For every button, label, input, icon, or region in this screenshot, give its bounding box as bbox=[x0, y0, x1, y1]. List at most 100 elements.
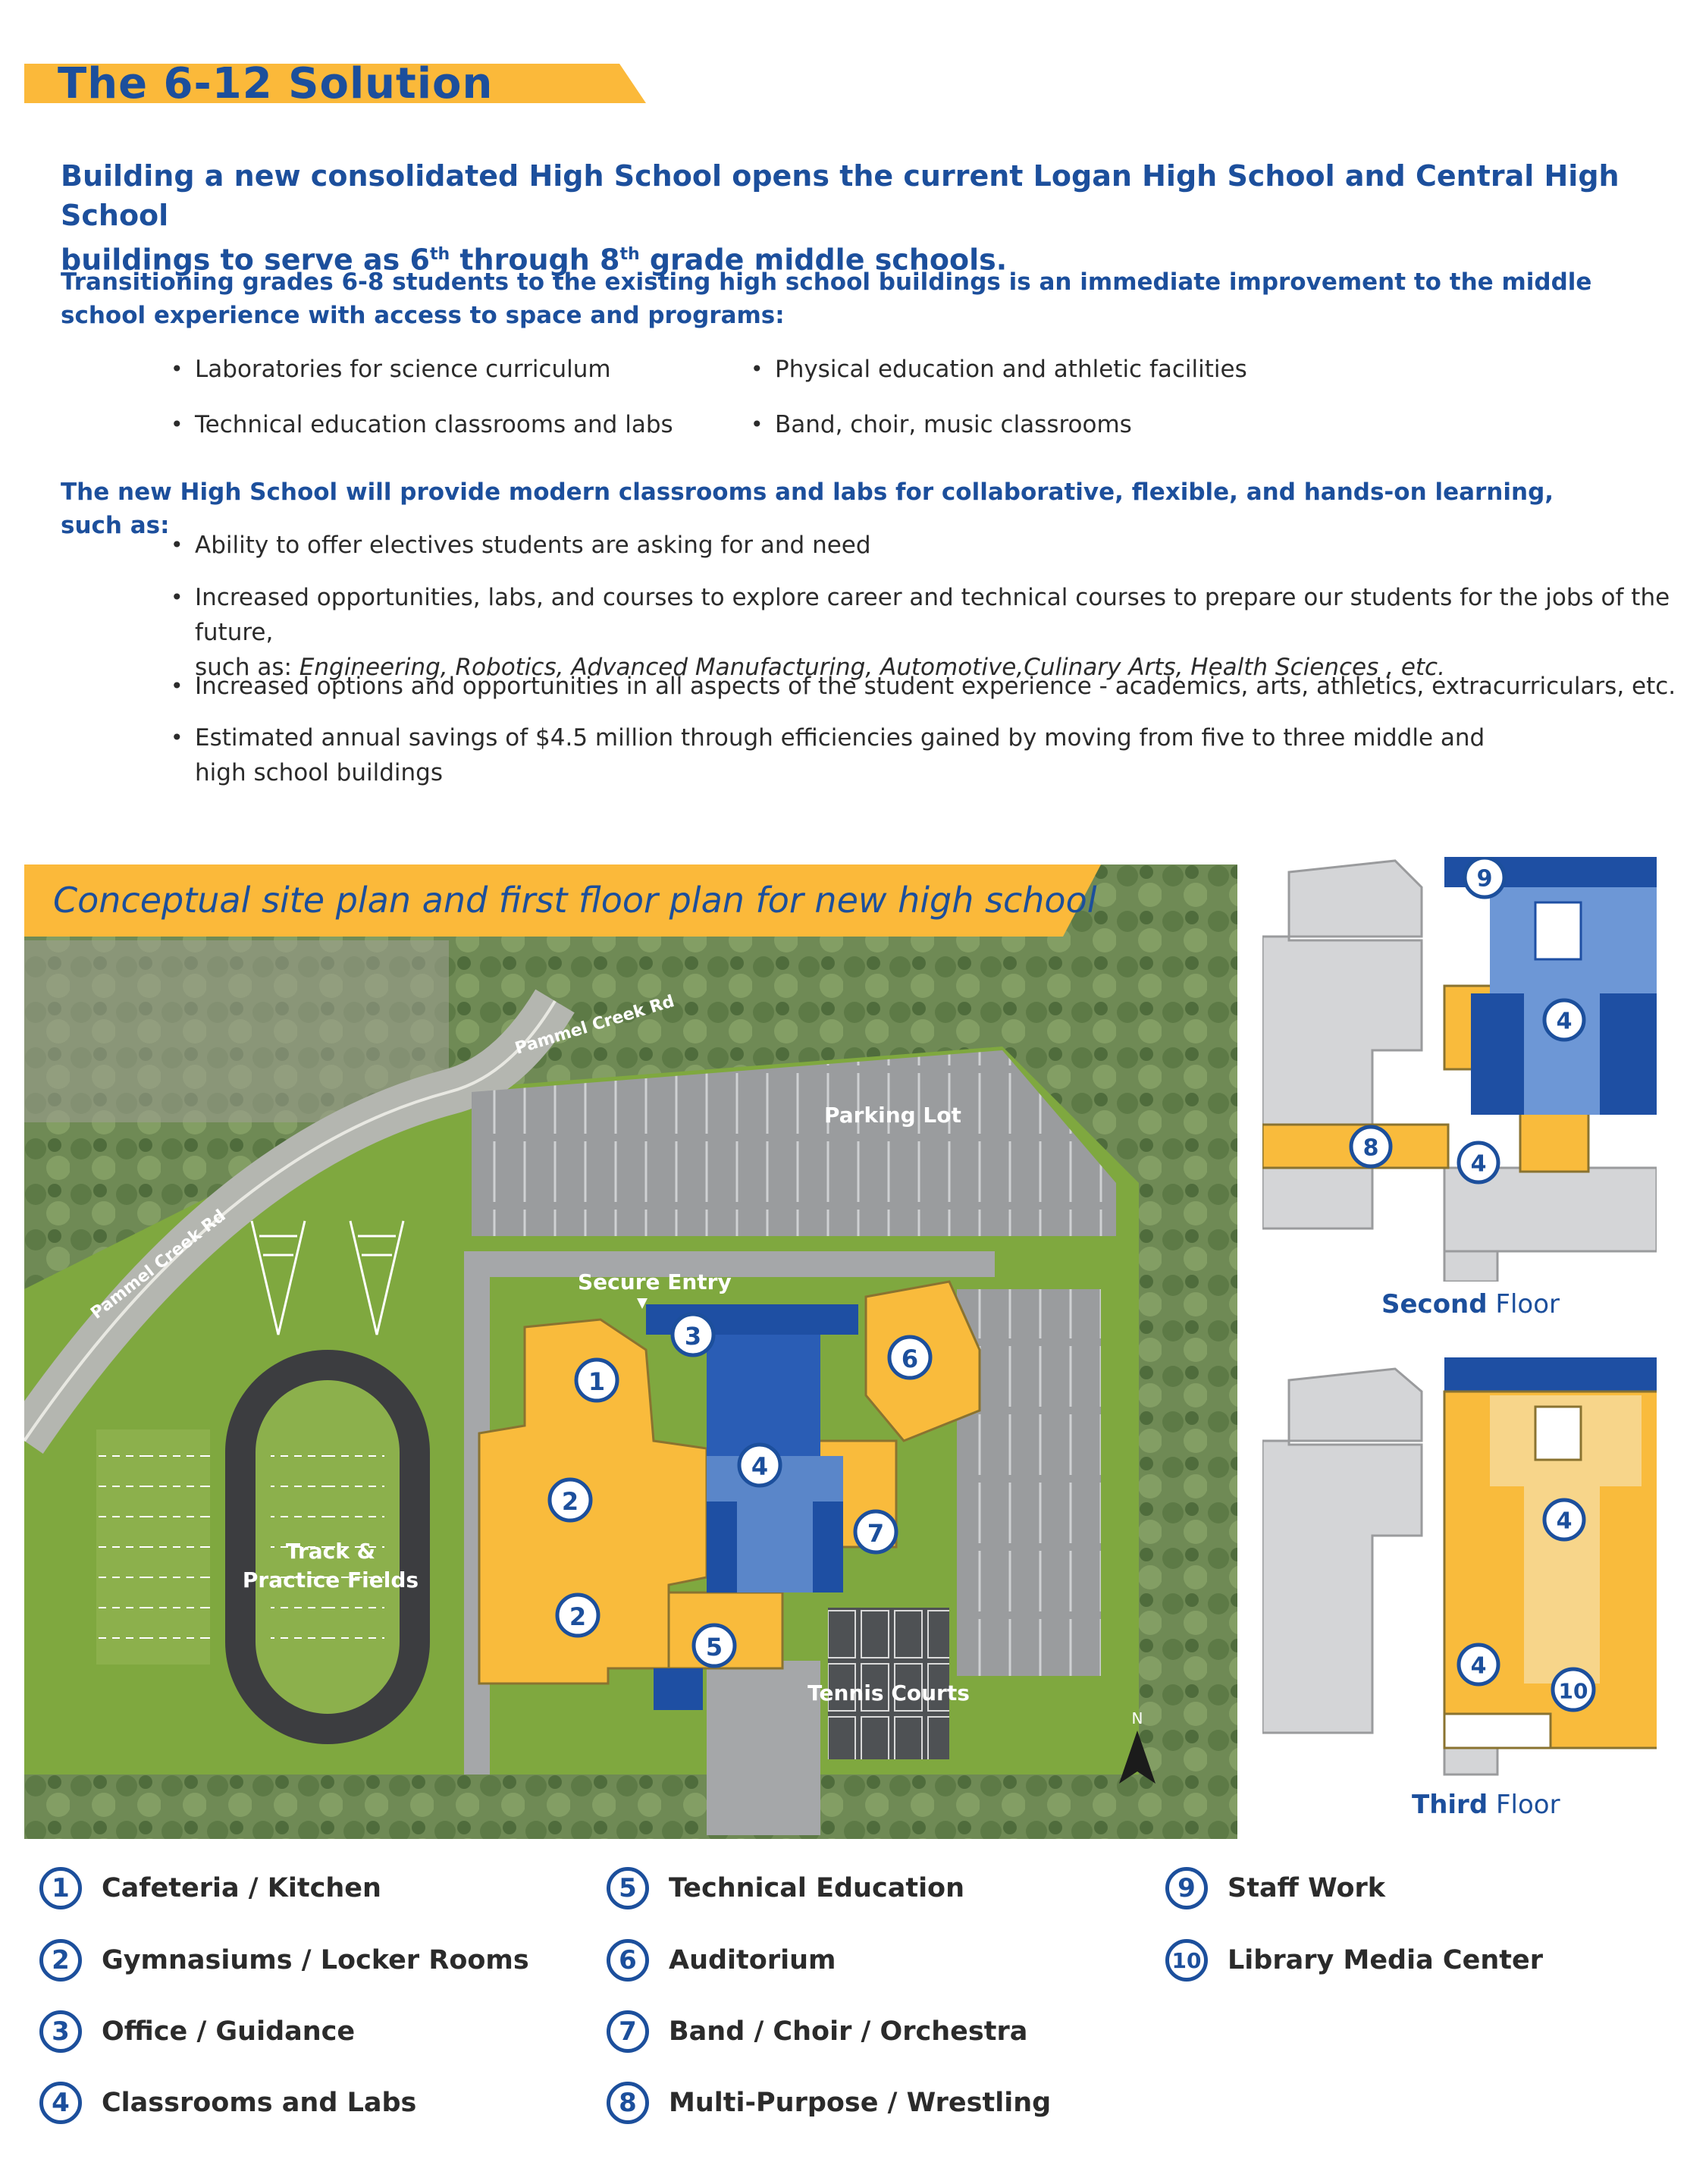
existing-building bbox=[1262, 1367, 1423, 1734]
drive-north bbox=[464, 1251, 995, 1277]
svg-text:2: 2 bbox=[562, 1487, 579, 1516]
marker-3: 3 bbox=[670, 1312, 716, 1357]
legend-item-9: 9 Staff Work bbox=[1165, 1862, 1385, 1915]
existing-building bbox=[1262, 859, 1423, 1230]
legend-label: Staff Work bbox=[1228, 1873, 1386, 1903]
svg-text:3: 3 bbox=[685, 1322, 701, 1351]
legend-label: Office / Guidance bbox=[102, 2016, 356, 2047]
third-floor-label: Third Floor bbox=[1412, 1790, 1560, 1820]
secure-entry-marker bbox=[637, 1298, 648, 1309]
bullet-options: •Increased options and opportunities in … bbox=[171, 673, 1676, 700]
track-label-2: Practice Fields bbox=[243, 1567, 419, 1592]
marker-2a: 2 bbox=[547, 1477, 593, 1523]
tennis-courts bbox=[828, 1608, 949, 1759]
legend-number: 5 bbox=[607, 1867, 649, 1909]
legend-number: 9 bbox=[1165, 1867, 1208, 1909]
upper-blue-wing bbox=[1444, 1357, 1657, 1392]
third-floor-plan: 4 4 10 bbox=[1262, 1357, 1657, 1776]
legend-label: Cafeteria / Kitchen bbox=[102, 1873, 381, 1903]
goal-post-right bbox=[349, 1220, 405, 1335]
floor2-marker-9: 9 bbox=[1463, 857, 1507, 899]
building-academic-north bbox=[707, 1335, 820, 1456]
bullet-electives: •Ability to offer electives students are… bbox=[171, 532, 871, 559]
legend-number: 1 bbox=[39, 1867, 82, 1909]
building-classroom-block-2 bbox=[813, 1502, 843, 1592]
second-floor-plan: 9 4 8 4 bbox=[1262, 857, 1657, 1282]
intro-sup-2: th bbox=[619, 245, 640, 264]
bullet-tech: •Technical education classrooms and labs bbox=[171, 411, 673, 438]
legend-label: Library Media Center bbox=[1228, 1945, 1543, 1975]
svg-text:4: 4 bbox=[1471, 1653, 1487, 1680]
legend-number: 2 bbox=[39, 1939, 82, 1982]
floor3-marker-4a: 4 bbox=[1542, 1498, 1586, 1542]
svg-text:7: 7 bbox=[867, 1519, 884, 1548]
legend-label: Technical Education bbox=[669, 1873, 965, 1903]
svg-text:8: 8 bbox=[1363, 1135, 1379, 1162]
parking-lot-east bbox=[957, 1289, 1101, 1676]
intro-heading: Building a new consolidated High School … bbox=[61, 156, 1623, 280]
site-plan-banner-text: Conceptual site plan and first floor pla… bbox=[53, 880, 1097, 921]
marker-4: 4 bbox=[737, 1442, 782, 1488]
track-label-1: Track & bbox=[286, 1539, 375, 1564]
intro-heading-line2: buildings to serve as 6th through 8th gr… bbox=[61, 235, 1623, 280]
svg-text:5: 5 bbox=[706, 1633, 723, 1662]
legend-label: Gymnasiums / Locker Rooms bbox=[102, 1945, 529, 1975]
legend-number: 8 bbox=[607, 2082, 649, 2124]
secure-entry-label: Secure Entry bbox=[578, 1269, 732, 1294]
legend-label: Classrooms and Labs bbox=[102, 2088, 417, 2118]
legend-label: Multi-Purpose / Wrestling bbox=[669, 2088, 1052, 2118]
site-plan: Conceptual site plan and first floor pla… bbox=[24, 864, 1237, 1839]
svg-text:6: 6 bbox=[902, 1345, 918, 1373]
legend-number: 7 bbox=[607, 2010, 649, 2053]
second-floor-label: Second Floor bbox=[1381, 1289, 1560, 1320]
marker-2b: 2 bbox=[555, 1592, 600, 1638]
open-to-below bbox=[1534, 1405, 1582, 1461]
svg-text:4: 4 bbox=[1557, 1508, 1573, 1535]
svg-text:10: 10 bbox=[1559, 1679, 1588, 1704]
marker-6: 6 bbox=[887, 1335, 933, 1380]
svg-text:2: 2 bbox=[569, 1602, 586, 1631]
transition-heading: Transitioning grades 6-8 students to the… bbox=[61, 268, 1592, 329]
legend-label: Band / Choir / Orchestra bbox=[669, 2016, 1028, 2047]
intro-heading-line1: Building a new consolidated High School … bbox=[61, 159, 1620, 232]
site-plan-banner bbox=[24, 864, 1101, 937]
marker-7: 7 bbox=[853, 1509, 898, 1555]
floor2-marker-4b: 4 bbox=[1457, 1141, 1500, 1185]
marker-1: 1 bbox=[574, 1357, 619, 1403]
floor2-marker-4a: 4 bbox=[1542, 998, 1586, 1042]
floor3-marker-10: 10 bbox=[1551, 1667, 1596, 1712]
intro-sup-1: th bbox=[429, 245, 450, 264]
practice-field bbox=[96, 1429, 210, 1665]
bullet-career: •Increased opportunities, labs, and cour… bbox=[171, 584, 1670, 681]
road-edge bbox=[24, 999, 557, 1442]
legend-item-8: 8 Multi-Purpose / Wrestling bbox=[607, 2076, 1051, 2129]
legend-number: 3 bbox=[39, 2010, 82, 2053]
building-loading bbox=[654, 1668, 703, 1710]
floor2-marker-8: 8 bbox=[1349, 1125, 1393, 1169]
existing-annex bbox=[1443, 1743, 1499, 1776]
goal-post-left bbox=[250, 1220, 306, 1335]
infield-lines bbox=[271, 1429, 384, 1665]
intro-text-a: buildings to serve as 6 bbox=[61, 243, 430, 277]
bullet-band: •Band, choir, music classrooms bbox=[751, 411, 1132, 438]
open-to-below bbox=[1534, 901, 1582, 961]
parking-label: Parking Lot bbox=[824, 1103, 961, 1128]
legend-item-2: 2 Gymnasiums / Locker Rooms bbox=[39, 1934, 529, 1987]
floor3-marker-4b: 4 bbox=[1457, 1643, 1500, 1687]
legend-number: 6 bbox=[607, 1939, 649, 1982]
lower-room bbox=[1443, 1712, 1552, 1749]
svg-text:4: 4 bbox=[751, 1452, 768, 1481]
north-label: N bbox=[1132, 1709, 1143, 1727]
parking-lot bbox=[472, 1050, 1116, 1236]
legend-item-3: 3 Office / Guidance bbox=[39, 2005, 355, 2058]
existing-annex bbox=[1443, 1250, 1499, 1282]
marker-5: 5 bbox=[691, 1623, 737, 1668]
intro-text-c: grade middle schools. bbox=[639, 243, 1008, 277]
legend-item-7: 7 Band / Choir / Orchestra bbox=[607, 2005, 1027, 2058]
bullet-savings: •Estimated annual savings of $4.5 millio… bbox=[171, 724, 1485, 786]
svg-text:1: 1 bbox=[588, 1367, 605, 1396]
north-arrow-icon bbox=[1119, 1731, 1156, 1784]
svg-text:4: 4 bbox=[1557, 1009, 1573, 1035]
